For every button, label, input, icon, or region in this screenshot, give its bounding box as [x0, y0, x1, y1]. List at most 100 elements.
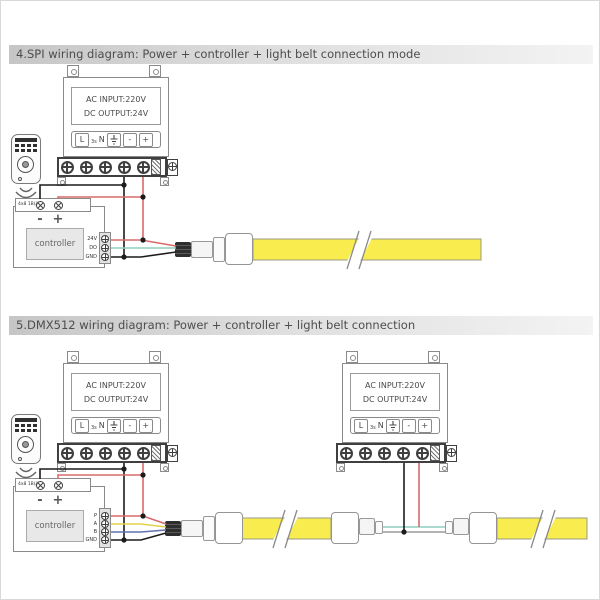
terminal-l-sub: 3s — [91, 139, 97, 145]
port-label-a: A — [93, 520, 97, 527]
controller-top-label: 4x8 1B(/J — [18, 482, 39, 487]
port-label-gnd: GND — [85, 536, 97, 543]
controller-plus-label: + — [52, 493, 64, 508]
controller-minus-label: - — [37, 212, 43, 227]
remote-button — [18, 457, 22, 461]
remote-button — [21, 424, 25, 427]
remote-control — [11, 414, 51, 480]
hatch-pattern — [430, 445, 440, 461]
port-screw — [101, 520, 109, 528]
psu-dc-label: DC OUTPUT:24V — [362, 394, 428, 404]
junction-dot — [140, 194, 146, 200]
terminal-n-label: N — [377, 421, 384, 430]
screw-terminal — [168, 448, 177, 457]
remote-button — [15, 424, 19, 427]
screw-terminal — [60, 446, 74, 460]
screw-terminal — [339, 446, 353, 460]
remote-button — [15, 144, 19, 147]
port-label-24v: 24V — [87, 235, 97, 242]
belt-connector — [181, 520, 203, 537]
junction-dot — [140, 513, 146, 519]
ground-icon — [106, 132, 121, 147]
port-screw — [101, 536, 109, 544]
psu-rating-box: AC INPUT:220V DC OUTPUT:24V — [71, 87, 161, 125]
belt-connector — [213, 237, 225, 262]
belt-connector — [191, 241, 213, 258]
mounting-hole — [336, 463, 345, 472]
terminal-l-label: L — [75, 132, 89, 147]
terminal-n-label: N — [98, 135, 105, 144]
terminal-l-label: L — [75, 418, 89, 433]
psu-terminal-strip: L 3s N - + — [71, 417, 161, 434]
screw-terminal — [396, 446, 410, 460]
screw-terminal — [60, 160, 74, 174]
remote-button — [15, 418, 37, 422]
signal-waves-icon — [15, 187, 37, 199]
port-screw — [101, 235, 109, 243]
controller-unit: 4x8 1B(/J - + controller 24V DO GND — [13, 198, 125, 270]
belt-break-gap — [273, 517, 298, 540]
controller-top-label: 4x8 1B(/J — [18, 202, 39, 207]
power-supply-unit: AC INPUT:220V DC OUTPUT:24V L 3s N - + — [49, 65, 179, 187]
light-belt — [240, 517, 332, 540]
port-label-p: P — [93, 512, 97, 519]
port-label-b: B — [93, 528, 97, 535]
belt-connector — [453, 518, 469, 535]
section-title-dmx: 5.DMX512 wiring diagram: Power + control… — [9, 316, 593, 335]
port-screw — [101, 244, 109, 252]
terminal-minus-label: - — [401, 418, 416, 433]
terminal-l-sub: 3s — [91, 425, 97, 431]
remote-control — [11, 134, 51, 200]
mounting-hole — [57, 177, 66, 186]
screw-terminal — [168, 162, 177, 171]
psu-ac-label: AC INPUT:220V — [86, 380, 146, 390]
remote-button — [18, 177, 22, 181]
terminal-l-sub: 3s — [370, 425, 376, 431]
mounting-tab — [149, 65, 161, 77]
belt-connector — [225, 233, 253, 265]
remote-button — [15, 149, 19, 152]
port-label-gnd: GND — [85, 253, 97, 260]
screw-terminal — [136, 446, 150, 460]
psu-ac-label: AC INPUT:220V — [86, 94, 146, 104]
controller-label: controller — [26, 228, 84, 260]
psu-dc-label: DC OUTPUT:24V — [83, 108, 149, 118]
mounting-hole — [160, 177, 169, 186]
light-belt — [252, 238, 482, 261]
psu-ac-label: AC INPUT:220V — [365, 380, 425, 390]
remote-button — [21, 144, 25, 147]
signal-waves-icon — [15, 467, 37, 479]
belt-connector — [203, 516, 215, 541]
junction-dot — [401, 529, 407, 535]
screw-terminal — [79, 446, 93, 460]
psu-rating-box: AC INPUT:220V DC OUTPUT:24V — [71, 373, 161, 411]
terminal-n-label: N — [98, 421, 105, 430]
controller-minus-label: - — [37, 493, 43, 508]
section-title-spi: 4.SPI wiring diagram: Power + controller… — [9, 45, 593, 64]
light-belt — [496, 517, 588, 540]
belt-connector — [445, 521, 453, 534]
belt-connector — [469, 512, 497, 544]
screw-terminal — [447, 448, 456, 457]
remote-body — [11, 414, 41, 464]
hatch-pattern — [151, 445, 161, 461]
controller-unit: 4x8 1B(/J - + controller P A B GND — [13, 478, 125, 556]
remote-button — [33, 429, 37, 432]
belt-break-gap — [347, 238, 372, 261]
psu-rating-box: AC INPUT:220V DC OUTPUT:24V — [350, 373, 440, 411]
mounting-tab — [67, 65, 79, 77]
remote-button — [27, 149, 31, 152]
belt-connector — [215, 512, 243, 544]
psu-dc-label: DC OUTPUT:24V — [83, 394, 149, 404]
mounting-tab — [67, 351, 79, 363]
remote-button — [15, 138, 37, 142]
belt-break-gap — [531, 517, 556, 540]
screw-terminal — [98, 160, 112, 174]
remote-button — [21, 149, 25, 152]
mounting-tab — [346, 351, 358, 363]
mounting-tab — [149, 351, 161, 363]
mounting-tab — [428, 351, 440, 363]
terminal-minus-label: - — [122, 418, 137, 433]
belt-connector — [359, 518, 375, 535]
